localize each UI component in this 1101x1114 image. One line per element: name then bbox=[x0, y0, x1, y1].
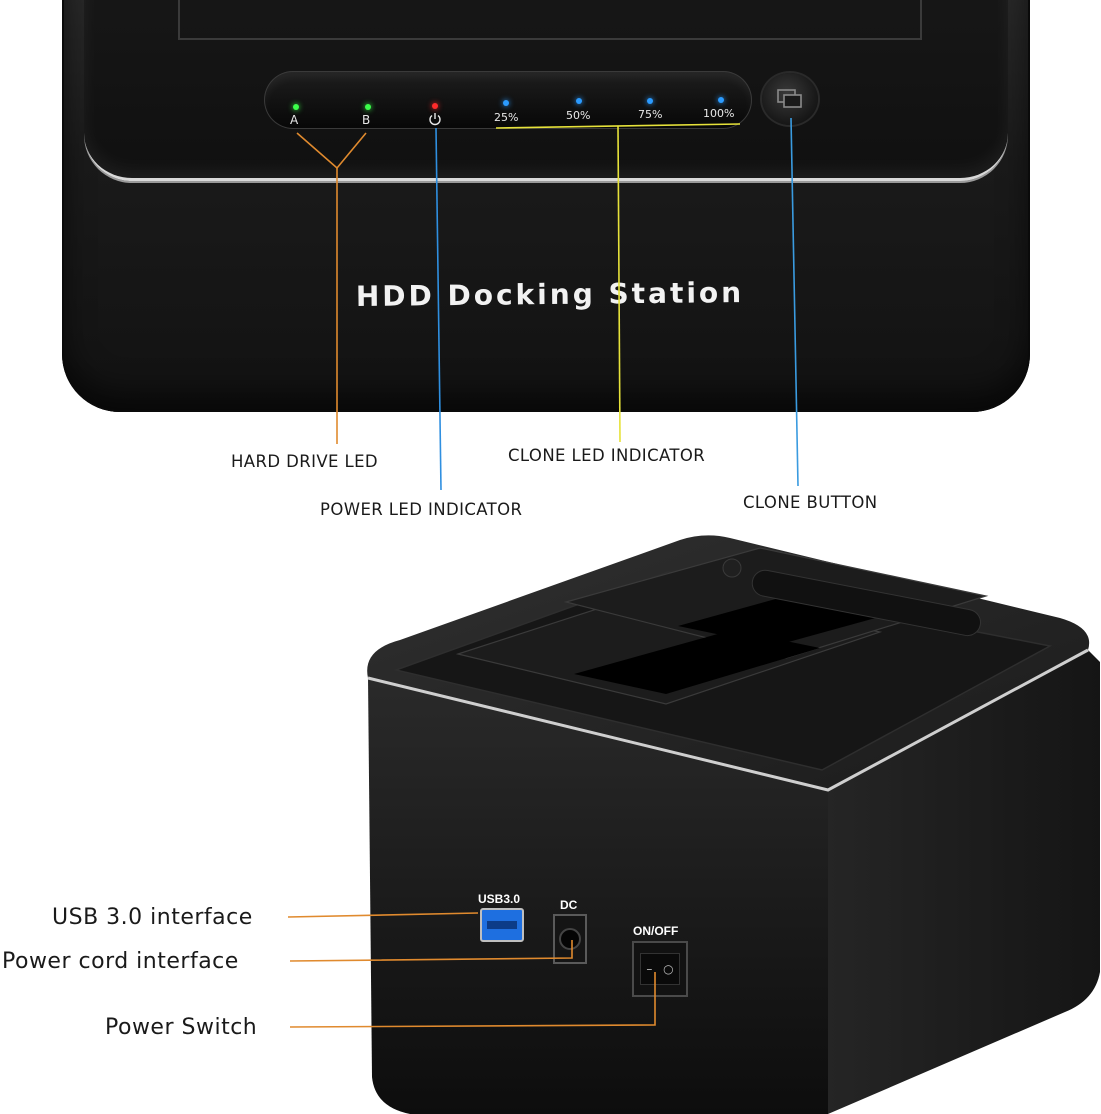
usb-line bbox=[287, 912, 479, 918]
power-switch-callout-label: Power Switch bbox=[105, 1015, 258, 1040]
clone-icon bbox=[777, 89, 802, 108]
power-icon bbox=[429, 113, 441, 126]
power-line bbox=[435, 127, 442, 491]
clone-led-100 bbox=[718, 97, 724, 103]
usb-port-label: USB3.0 bbox=[478, 892, 521, 906]
clone-led-line bbox=[617, 125, 621, 443]
power-led-indicator-label: POWER LED INDICATOR bbox=[320, 500, 523, 519]
hard-drive-line bbox=[296, 132, 367, 170]
dc-port-label: DC bbox=[560, 898, 578, 912]
clone-led-50-label: 50% bbox=[566, 109, 591, 122]
usb-3-port[interactable] bbox=[480, 908, 524, 942]
power-cord-line bbox=[289, 940, 573, 962]
power-led bbox=[432, 103, 438, 109]
hard-drive-led-label: HARD DRIVE LED bbox=[231, 452, 379, 471]
hdd-a-led bbox=[293, 104, 299, 110]
hdd-b-led bbox=[365, 104, 371, 110]
switch-off-mark: ○ bbox=[663, 962, 674, 976]
clone-button-label: CLONE BUTTON bbox=[743, 493, 878, 512]
clone-button[interactable] bbox=[762, 73, 818, 125]
clone-led-75 bbox=[647, 98, 653, 104]
clone-led-indicator-label: CLONE LED INDICATOR bbox=[508, 446, 706, 465]
power-switch[interactable]: –○ bbox=[632, 941, 688, 997]
switch-on-mark: – bbox=[646, 962, 653, 976]
hdd-b-label: B bbox=[362, 113, 371, 127]
clone-button-line bbox=[790, 117, 799, 487]
usb-interface-label: USB 3.0 interface bbox=[52, 905, 253, 930]
docking-station-full bbox=[367, 535, 1100, 1114]
power-switch-label: ON/OFF bbox=[633, 924, 679, 938]
clone-led-75-label: 75% bbox=[638, 108, 663, 121]
clone-led-25-label: 25% bbox=[494, 111, 519, 124]
bottom-callout-lines bbox=[287, 912, 656, 1028]
clone-led-50 bbox=[576, 98, 582, 104]
top-callout-lines bbox=[296, 117, 799, 491]
power-cord-interface-label: Power cord interface bbox=[2, 949, 239, 974]
dc-power-port[interactable] bbox=[553, 914, 587, 964]
power-switch-line bbox=[289, 972, 656, 1028]
clone-led-25 bbox=[503, 100, 509, 106]
hdd-a-label: A bbox=[290, 113, 299, 127]
drive-slot bbox=[178, 0, 922, 40]
clone-led-100-label: 100% bbox=[703, 107, 735, 120]
